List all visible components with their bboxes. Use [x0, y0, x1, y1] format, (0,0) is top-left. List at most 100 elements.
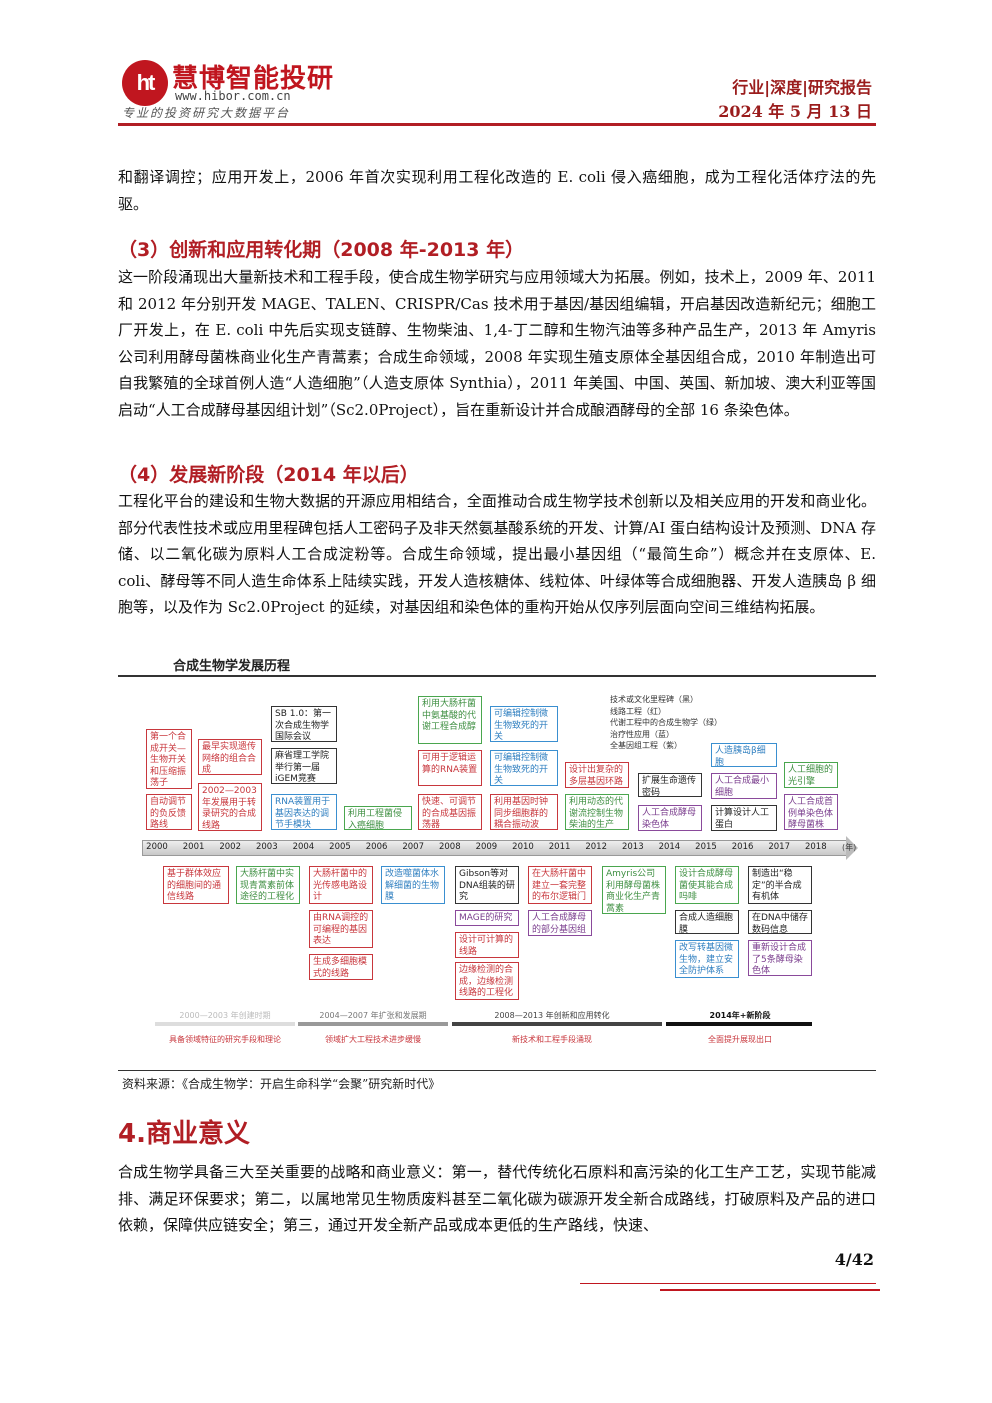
milestone-box: RNA装置用于基因表达的调节手模块 [271, 794, 337, 830]
milestone-box: 利用工程菌侵入癌细胞 [344, 806, 412, 830]
milestone-box: 第一个合成开关—生物开关和压缩振荡子 [146, 729, 192, 789]
phase-bar [452, 1022, 662, 1026]
milestone-box: 快速、可调节的合成基因振荡器 [418, 794, 482, 830]
phase-label: 2000—2003 年创建时期 [179, 1011, 271, 1020]
milestone-box: Gibson等对DNA组装的研究 [455, 866, 519, 904]
legend-item: 全基因组工程（紫） [610, 741, 682, 750]
phase-label: 2004—2007 年扩张和发展期 [319, 1011, 427, 1020]
milestone-box: 自动调节的负反馈路线 [146, 794, 192, 830]
milestone-box: 利用基因时钟同步细胞群的耦合振动波 [490, 794, 558, 830]
milestone-box: 人工合成最小细胞 [711, 773, 777, 799]
milestone-box: 制造出“稳定”的半合成有机体 [748, 866, 812, 904]
milestone-box: 改写转基因微生物，建立安全防护体系 [675, 940, 739, 978]
milestone-box: 利用大肠杆菌中氨基酸的代谢工程合成醇 [418, 696, 482, 744]
milestone-box: 2002—2003年发展用于转录研究的合成线路 [198, 783, 262, 831]
phase-bar [298, 1022, 448, 1026]
year-tick-label: 2006 [365, 842, 388, 852]
milestone-box: 合成人造细胞膜 [675, 910, 739, 934]
year-tick-label: 2016 [731, 842, 754, 852]
page-number: 4/42 [834, 1250, 874, 1269]
milestone-box: SB 1.0：第一次合成生物学国际会议 [271, 706, 337, 742]
milestone-box: MAGE的研究 [455, 910, 519, 926]
milestone-box: 利用动态的代谢流控制生物柴油的生产 [565, 794, 629, 830]
phase-label: 2014年+新阶段 [709, 1011, 771, 1020]
year-tick-label: 2001 [182, 842, 205, 852]
milestone-box: 麻省理工学院举行第一届iGEM竞赛 [271, 748, 337, 784]
year-tick-label: 2005 [329, 842, 351, 852]
year-unit: (年) [842, 843, 857, 852]
milestone-box: 大肠杆菌中实现青蒿素前体途径的工程化 [236, 866, 300, 904]
figure-legend: 技术或文化里程碑（黑） 线路工程（红） 代谢工程中的合成生物学（绿） 治疗性应用… [610, 694, 722, 752]
section-3-text: 这一阶段涌现出大量新技术和工程手段，使合成生物学研究与应用领域大为拓展。例如，技… [118, 268, 876, 419]
year-tick-label: 2008 [438, 842, 461, 852]
phase-bar [155, 1022, 295, 1026]
year-tick-label: 2002 [219, 842, 241, 852]
year-tick-label: 2004 [292, 842, 315, 852]
milestone-box: 人造胰岛β细胞 [711, 743, 777, 767]
logo-slogan: 专业的投资研究大数据平台 [122, 106, 291, 120]
milestone-box: 可用于逻辑运算的RNA装置 [418, 750, 482, 786]
phase-desc: 领域扩大工程技术进步缓慢 [325, 1035, 421, 1044]
legend-item: 线路工程（红） [610, 706, 666, 716]
milestone-box: 重新设计合成了5条酵母染色体 [748, 940, 812, 976]
section-4-text: 工程化平台的建设和生物大数据的开源应用相结合，全面推动合成生物学技术创新以及相关… [118, 492, 876, 616]
section-3-heading: （3）创新和应用转化期（2008 年-2013 年） [118, 239, 525, 261]
milestone-box: 人工细胞的光引擎 [784, 762, 838, 788]
year-tick-label: 2015 [695, 842, 717, 852]
milestone-box: 最早实现遗传网络的组合合成 [198, 739, 262, 775]
year-tick-label: 2011 [548, 842, 571, 852]
header-divider [118, 123, 876, 126]
footer-rule [660, 1289, 880, 1291]
figure-bottom-rule [118, 1070, 876, 1071]
phase-desc: 新技术和工程手段涌现 [512, 1035, 592, 1044]
milestone-box: 设计出复杂的多层基因环路 [565, 762, 629, 788]
logo-url: www.hibor.com.cn [175, 89, 291, 103]
milestone-box: 边缘检测的合成，边缘检测线路的工程化 [455, 962, 519, 1000]
figure-source: 资料来源：《合成生物学：开启生命科学“会聚”研究新时代》 [122, 1077, 441, 1091]
report-date: 2024 年 5 月 13 日 [718, 102, 872, 121]
phase-bar [666, 1022, 812, 1026]
commercial-text: 合成生物学具备三大至关重要的战略和商业意义：第一，替代传统化石原料和高污染的化工… [118, 1163, 876, 1234]
commercial-heading: 4.商业意义 [118, 1119, 250, 1149]
timeline-arrow [846, 836, 858, 860]
milestone-box: 可编辑控制微生物致死的开关 [490, 750, 558, 786]
milestone-box: 可编辑控制微生物致死的开关 [490, 706, 558, 742]
milestone-box: Amyris公司利用酵母菌株商业化生产青蒿素 [602, 866, 666, 914]
legend-item: 代谢工程中的合成生物学（绿） [610, 718, 722, 727]
year-tick-label: 2007 [402, 842, 424, 852]
year-tick-label: 2018 [804, 842, 827, 852]
report-category: 行业|深度|研究报告 [732, 78, 872, 97]
year-tick-label: 2003 [255, 842, 278, 852]
milestone-box: 基于群体效应的细胞间的通信线路 [163, 866, 229, 904]
milestone-box: 人工合成酵母染色体 [638, 805, 702, 831]
year-tick-label: 2013 [621, 842, 644, 852]
figure-title: 合成生物学发展历程 [173, 659, 291, 674]
milestone-box: 由RNA调控的可编程的基因表达 [309, 910, 373, 948]
milestone-box: 生成多细胞模式的线路 [309, 954, 373, 980]
milestone-box: 设计合成酵母菌使其能合成吗啡 [675, 866, 739, 904]
phase-desc: 全面提升展现出口 [708, 1035, 772, 1044]
milestone-box: 在大肠杆菌中建立一套完整的布尔逻辑门 [528, 866, 592, 904]
phase-desc: 具备领域特征的研究手段和理论 [169, 1035, 281, 1044]
milestone-box: 人工合成首例单染色体酵母菌株 [784, 794, 838, 830]
section-4-heading: （4）发展新阶段（2014 年以后） [118, 464, 419, 486]
milestone-box: 人工合成酵母的部分基因组 [528, 910, 592, 936]
year-tick-label: 2014 [658, 842, 681, 852]
legend-item: 技术或文化里程碑（黑） [610, 695, 698, 704]
milestone-box: 大肠杆菌中的光传感电路设计 [309, 866, 373, 904]
logo-name: 慧博智能投研 [172, 64, 335, 94]
paragraph-intro: 和翻译调控；应用开发上，2006 年首次实现利用工程化改造的 E. coli 侵… [118, 168, 876, 213]
year-tick-label: 2012 [585, 842, 607, 852]
year-tick-label: 2009 [475, 842, 498, 852]
milestone-box: 设计可计算的线路 [455, 932, 519, 958]
milestone-box: 计算设计人工蛋白 [711, 805, 777, 831]
logo-icon: ht [122, 60, 168, 106]
milestone-box: 改造噬菌体水解细菌的生物膜 [381, 866, 445, 904]
phase-label: 2008—2013 年创新和应用转化 [494, 1011, 610, 1020]
footer-rule [580, 1283, 876, 1284]
milestone-box: 在DNA中储存数码信息 [748, 910, 812, 934]
year-tick-label: 2010 [512, 842, 534, 852]
legend-item: 治疗性应用（蓝） [610, 729, 674, 739]
figure-top-rule [118, 675, 876, 677]
year-tick-label: 2017 [768, 842, 790, 852]
